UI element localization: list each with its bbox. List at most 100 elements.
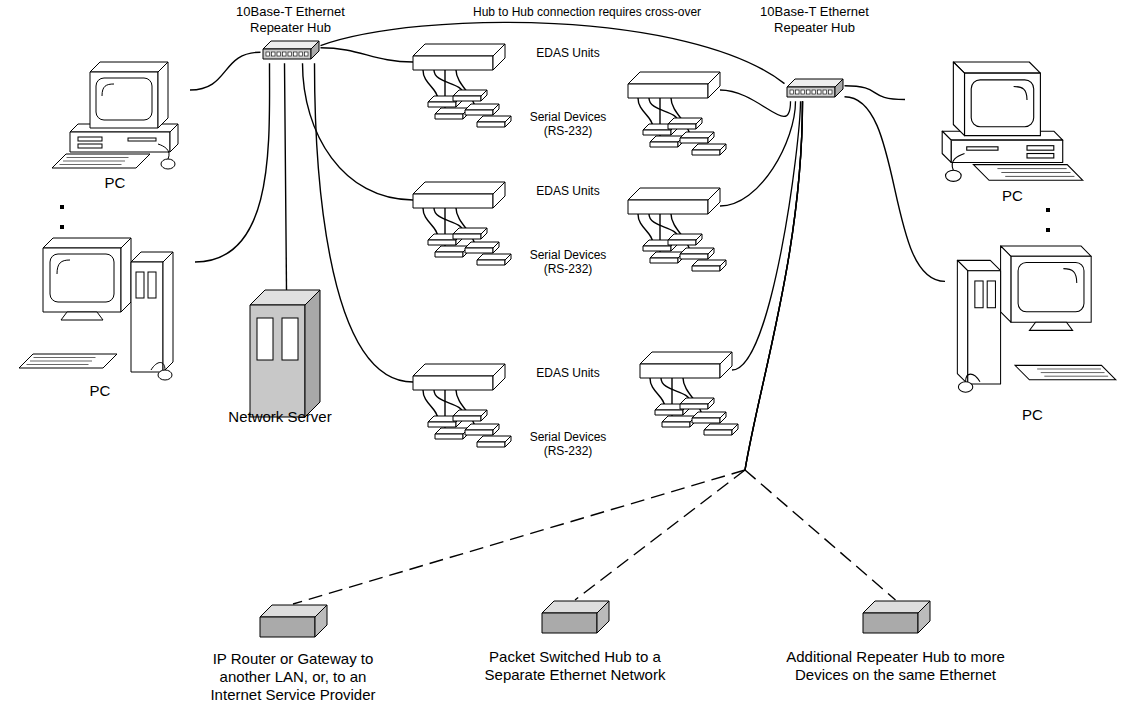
top-face	[413, 44, 505, 56]
hub-port	[266, 52, 270, 56]
side-face	[481, 90, 487, 101]
front-face	[655, 410, 683, 415]
top-face	[640, 352, 732, 364]
front-face	[453, 416, 481, 421]
side-face	[305, 290, 320, 417]
screen	[971, 80, 1033, 127]
hub-port	[277, 52, 281, 56]
hub-port	[271, 52, 275, 56]
iso-box	[692, 144, 726, 155]
front-face	[650, 258, 678, 263]
connector-line	[195, 63, 270, 262]
connector-dashed	[575, 470, 745, 600]
tower-icon	[5, 232, 195, 382]
key-row	[1001, 172, 1070, 173]
keyboard	[973, 165, 1082, 181]
top-face	[43, 238, 131, 248]
top-face	[90, 62, 168, 72]
drive-slot	[78, 137, 102, 141]
node-label: Serial Devices (RS-232)	[520, 430, 616, 459]
top-face	[413, 364, 505, 376]
hub-icon	[261, 41, 321, 63]
side-face	[953, 62, 964, 136]
side-face	[493, 242, 499, 253]
hub-port	[293, 52, 297, 56]
key-row	[1037, 368, 1101, 369]
server-icon	[215, 290, 345, 408]
desk-icon	[905, 62, 1120, 187]
front-face	[428, 240, 456, 245]
hub-port	[828, 90, 832, 94]
iso-box	[131, 252, 173, 372]
iso-box	[953, 62, 1040, 136]
drive-slot	[78, 144, 102, 148]
front-face	[680, 254, 708, 259]
edas-anchor	[413, 364, 507, 394]
side-face	[493, 182, 505, 208]
iso-box	[477, 116, 511, 127]
drive-bay	[148, 272, 156, 298]
top-face	[953, 62, 1040, 73]
hub-port	[288, 52, 292, 56]
edas-node: EDAS UnitsSerial Devices (RS-232)	[410, 360, 625, 468]
drive-bay	[975, 281, 983, 308]
desk-icon	[40, 62, 190, 174]
screen-glare	[1063, 269, 1076, 283]
key-row	[63, 161, 125, 162]
ellipsis-dot	[60, 205, 64, 209]
ellipsis-dot	[1046, 208, 1050, 212]
front-face	[692, 266, 720, 271]
front-face	[413, 194, 493, 208]
key-row	[60, 164, 122, 165]
front-face	[465, 110, 493, 115]
hub-wire	[720, 101, 796, 206]
front-face	[477, 122, 505, 127]
edas-node: EDAS UnitsSerial Devices (RS-232)	[410, 40, 625, 148]
serial-cable	[456, 70, 475, 108]
iso-box	[43, 238, 131, 312]
hub-port	[282, 52, 286, 56]
connector	[845, 97, 946, 282]
edas-group	[413, 44, 511, 127]
iso-box	[453, 90, 487, 101]
front-face	[628, 200, 708, 214]
edas-group	[628, 188, 726, 271]
front-face	[477, 260, 505, 265]
side-face	[708, 248, 714, 259]
edas-anchor	[413, 182, 507, 212]
box-node: Packet Switched Hub to a Separate Ethern…	[475, 600, 675, 684]
side-face	[505, 254, 511, 265]
iso-box	[957, 260, 1000, 384]
keyboard	[19, 354, 117, 368]
drive-slot	[967, 147, 998, 150]
iso-box	[680, 248, 714, 259]
connector-trunk	[745, 101, 803, 470]
side-face	[708, 72, 720, 98]
connector-dashed	[745, 470, 896, 600]
front-face	[413, 376, 493, 390]
side-face	[957, 260, 967, 384]
node-label: Serial Devices (RS-232)	[520, 248, 616, 277]
node-label: PC	[5, 382, 195, 400]
connector-dashed	[293, 470, 745, 604]
hub-port	[795, 90, 799, 94]
front-face	[650, 142, 678, 147]
hub-wire	[732, 101, 801, 370]
iso-box	[435, 108, 469, 119]
desk-node: PC	[905, 62, 1120, 205]
side-face	[121, 238, 131, 312]
side-face	[311, 41, 319, 59]
connector-trunk	[745, 101, 803, 470]
iso-box	[413, 182, 505, 208]
tower-node: PC	[5, 232, 195, 400]
hub-port	[806, 90, 810, 94]
front-face	[90, 72, 158, 128]
side-face	[505, 116, 511, 127]
monitor-stand	[1029, 322, 1072, 330]
front-face	[628, 84, 708, 98]
connector	[845, 86, 906, 100]
front-face	[692, 418, 720, 423]
front-face	[477, 442, 505, 447]
front-face	[131, 262, 163, 372]
front-face	[453, 96, 481, 101]
